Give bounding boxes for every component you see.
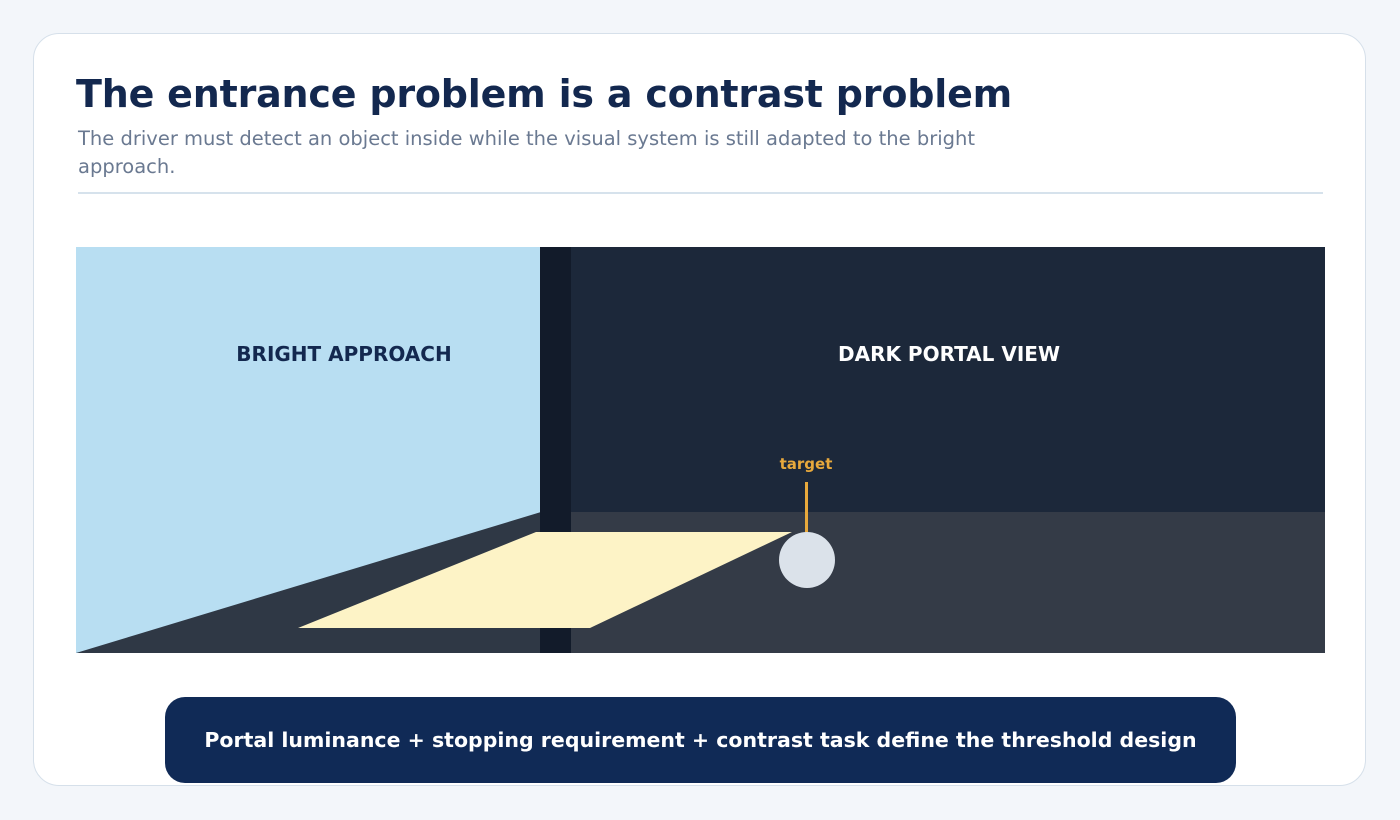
tunnel-entrance-diagram: BRIGHT APPROACH DARK PORTAL VIEW target	[76, 247, 1325, 653]
target-object	[779, 532, 835, 588]
target-label: target	[780, 455, 833, 473]
page-title: The entrance problem is a contrast probl…	[76, 72, 1013, 116]
dark-portal-label: DARK PORTAL VIEW	[838, 342, 1060, 366]
sunlit-road-patch	[298, 532, 792, 628]
header-divider	[78, 192, 1323, 194]
bright-approach-label: BRIGHT APPROACH	[236, 342, 451, 366]
summary-banner: Portal luminance + stopping requirement …	[165, 697, 1236, 783]
target-marker-line	[805, 482, 808, 538]
page-subtitle: The driver must detect an object inside …	[78, 127, 976, 178]
summary-text: Portal luminance + stopping requirement …	[204, 728, 1197, 752]
